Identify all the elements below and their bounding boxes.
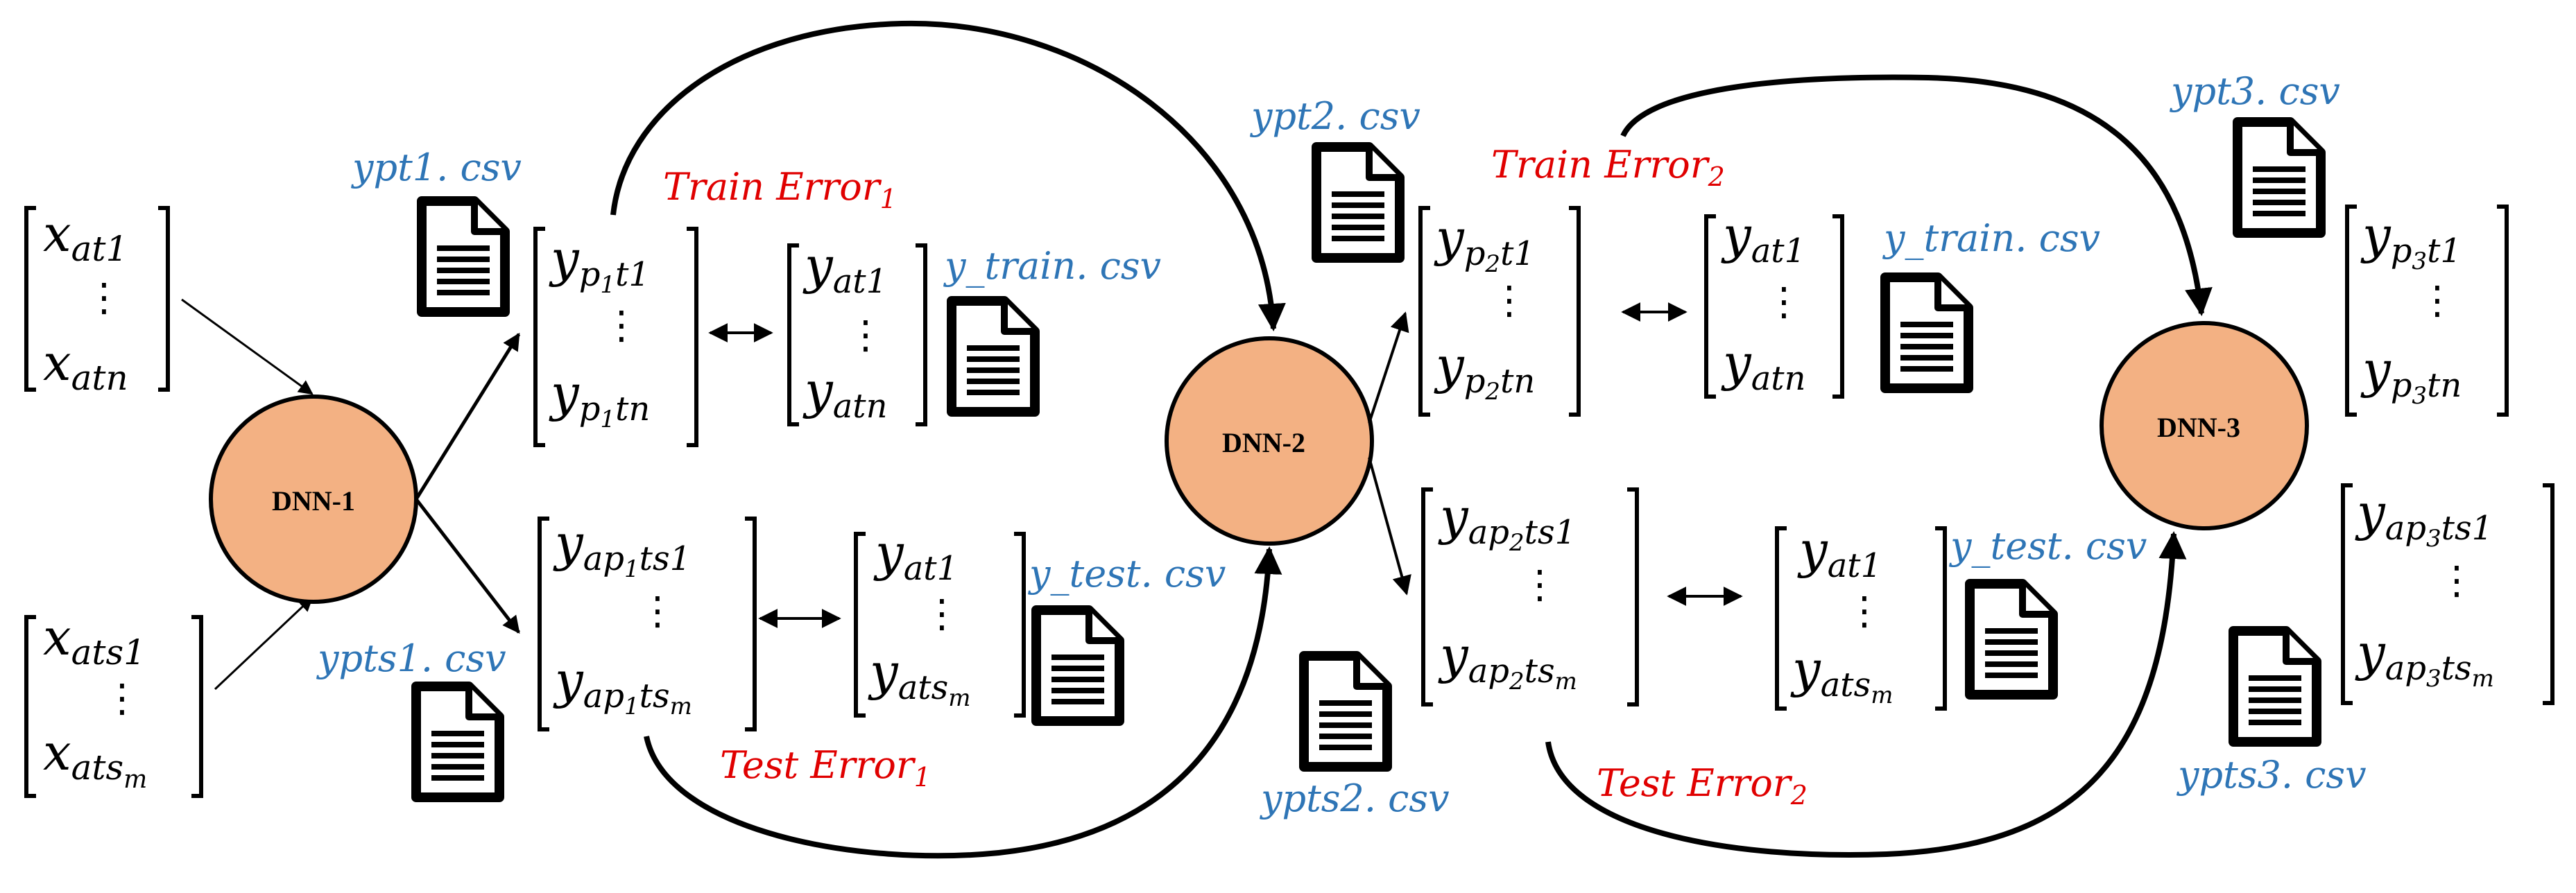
stage2-ytest-filename: y_test. csv bbox=[1949, 524, 2147, 568]
arrow-input-test-to-dnn1 bbox=[214, 596, 314, 691]
svg-text:⋮: ⋮ bbox=[2418, 278, 2457, 323]
arrow-dnn2-to-test-pred bbox=[1368, 457, 1411, 596]
svg-text:⋮: ⋮ bbox=[1520, 562, 1559, 607]
svg-text:yp2t1: yp2t1 bbox=[1434, 209, 1535, 278]
svg-text:xatn: xatn bbox=[43, 333, 128, 398]
svg-text:xat1: xat1 bbox=[43, 205, 128, 269]
stage2-ypt-filename: ypt2. csv bbox=[1250, 94, 1420, 138]
stage2-ytrain-file-icon bbox=[1885, 277, 1968, 388]
stage1-test-error-label: Test Error1 bbox=[720, 743, 931, 792]
svg-text:yap2ts1: yap2ts1 bbox=[1438, 487, 1576, 557]
stage1-train-error-curve bbox=[610, 20, 1286, 331]
stage1-ypt-file-icon bbox=[422, 201, 505, 312]
svg-text:yatn: yatn bbox=[1721, 333, 1806, 398]
stage1-train-error-label: Train Error1 bbox=[663, 165, 897, 214]
stage1-ytest-filename: y_test. csv bbox=[1028, 552, 1226, 596]
stage2-train-actual-matrix: yat1 ⋮ yatn bbox=[1704, 206, 1844, 399]
dnn1-node: DNN-1 bbox=[209, 395, 418, 604]
stage2-ypts-file-icon bbox=[1304, 656, 1387, 767]
stage2-train-error-curve bbox=[1620, 74, 2213, 316]
svg-text:xats1: xats1 bbox=[43, 608, 146, 673]
svg-text:yap1ts1: yap1ts1 bbox=[553, 514, 691, 583]
arrow-dnn1-to-test-pred bbox=[415, 498, 520, 634]
svg-text:⋮: ⋮ bbox=[638, 589, 677, 634]
stage1-ypts-file-icon bbox=[416, 686, 499, 797]
svg-text:⋮: ⋮ bbox=[1490, 278, 1529, 323]
svg-text:⋮: ⋮ bbox=[103, 676, 141, 721]
svg-text:yap3ts1: yap3ts1 bbox=[2355, 483, 2493, 553]
stage1-train-actual-matrix: yat1 ⋮ yatn bbox=[787, 236, 927, 426]
arrow-dnn1-to-train-pred bbox=[414, 332, 521, 501]
stage1-ypts-filename: ypts1. csv bbox=[316, 636, 506, 680]
dnn2-node: DNN-2 bbox=[1165, 336, 1374, 546]
svg-text:DNN-3: DNN-3 bbox=[2157, 412, 2240, 443]
stage2-ypt-file-icon bbox=[1316, 147, 1400, 258]
svg-text:yp1tn: yp1tn bbox=[549, 364, 650, 433]
dnn3-circle bbox=[2100, 321, 2309, 530]
svg-text:yat1: yat1 bbox=[1797, 521, 1882, 585]
stage2-test-error-curve bbox=[1545, 531, 2187, 858]
input-test-matrix: xats1 ⋮ xatsm bbox=[24, 608, 203, 798]
svg-text:yatsm: yatsm bbox=[1790, 640, 1893, 709]
stage3-ypts-file-icon bbox=[2233, 631, 2317, 742]
dnn3-node: DNN-3 bbox=[2100, 321, 2309, 530]
stage3-test-pred-matrix: yap3ts1 ⋮ yap3tsm bbox=[2341, 483, 2554, 705]
svg-text:yp3t1: yp3t1 bbox=[2360, 206, 2462, 275]
svg-text:⋮: ⋮ bbox=[602, 303, 641, 348]
stage1-ytrain-file-icon bbox=[952, 301, 1035, 412]
stage2-train-pred-matrix: yp2t1 ⋮ yp2tn bbox=[1418, 206, 1581, 417]
stage3-ypt-file-icon bbox=[2238, 122, 2321, 233]
stage1-ypt-filename: ypt1. csv bbox=[351, 146, 522, 189]
svg-text:yap1tsm: yap1tsm bbox=[553, 651, 692, 720]
stage1-train-pred-matrix: yp1t1 ⋮ yp1tn bbox=[533, 227, 698, 447]
stage1-test-pred-matrix: yap1ts1 ⋮ yap1tsm bbox=[538, 514, 757, 731]
svg-text:DNN-1: DNN-1 bbox=[272, 485, 355, 517]
stage2-ytest-file-icon bbox=[1970, 584, 2053, 695]
svg-text:DNN-2: DNN-2 bbox=[1222, 427, 1305, 458]
stage1-test-actual-matrix: yat1 ⋮ yatsm bbox=[854, 523, 1026, 718]
arrow-dnn2-to-train-pred bbox=[1368, 311, 1409, 424]
stage2-ypts-filename: ypts2. csv bbox=[1260, 777, 1450, 820]
stage1-ytrain-filename: y_train. csv bbox=[943, 244, 1161, 288]
stage3-ypt-filename: ypt3. csv bbox=[2170, 69, 2340, 113]
svg-text:yap3tsm: yap3tsm bbox=[2355, 623, 2494, 693]
svg-text:⋮: ⋮ bbox=[1845, 589, 1884, 634]
svg-text:xatsm: xatsm bbox=[43, 723, 147, 794]
stage3-train-pred-matrix: yp3t1 ⋮ yp3tn bbox=[2345, 205, 2509, 417]
svg-text:⋮: ⋮ bbox=[2437, 558, 2476, 603]
arrow-input-train-to-dnn1 bbox=[181, 298, 314, 395]
stage2-train-error-label: Train Error2 bbox=[1491, 143, 1725, 192]
stage3-ypts-filename: ypts3. csv bbox=[2176, 753, 2367, 797]
svg-text:yatsm: yatsm bbox=[868, 643, 970, 712]
stage2-ytrain-filename: y_train. csv bbox=[1882, 216, 2100, 260]
svg-text:yat1: yat1 bbox=[873, 523, 958, 588]
svg-text:⋮: ⋮ bbox=[846, 313, 885, 358]
svg-text:⋮: ⋮ bbox=[1764, 279, 1803, 324]
svg-text:⋮: ⋮ bbox=[85, 275, 123, 320]
input-train-matrix: xat1 ⋮ xatn bbox=[24, 205, 170, 398]
stage2-test-actual-matrix: yat1 ⋮ yatsm bbox=[1775, 521, 1947, 711]
svg-text:yat1: yat1 bbox=[802, 236, 887, 301]
stage1-ytest-file-icon bbox=[1036, 610, 1119, 721]
svg-text:yatn: yatn bbox=[802, 361, 888, 426]
dnn2-circle bbox=[1165, 336, 1374, 546]
stage2-test-error-label: Test Error2 bbox=[1597, 761, 1808, 810]
svg-text:yp3tn: yp3tn bbox=[2360, 340, 2462, 410]
svg-text:yp2tn: yp2tn bbox=[1434, 336, 1535, 406]
svg-text:yp1t1: yp1t1 bbox=[549, 229, 650, 299]
svg-text:yat1: yat1 bbox=[1721, 206, 1805, 270]
svg-text:yap2tsm: yap2tsm bbox=[1438, 626, 1577, 695]
stage1-test-error-curve bbox=[644, 546, 1282, 859]
stage2-test-pred-matrix: yap2ts1 ⋮ yap2tsm bbox=[1421, 487, 1639, 706]
svg-text:⋮: ⋮ bbox=[922, 591, 961, 636]
